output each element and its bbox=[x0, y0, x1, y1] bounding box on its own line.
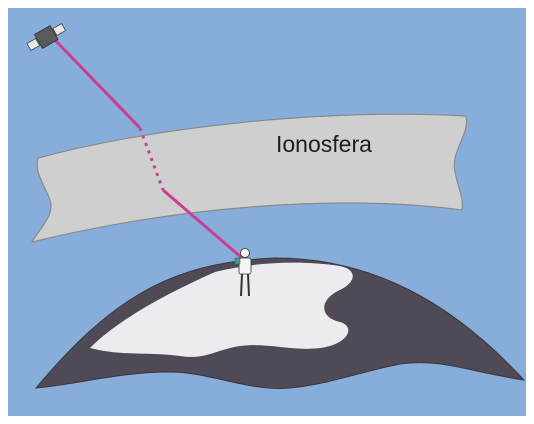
ionosphere-label: Ionosfera bbox=[276, 131, 372, 157]
